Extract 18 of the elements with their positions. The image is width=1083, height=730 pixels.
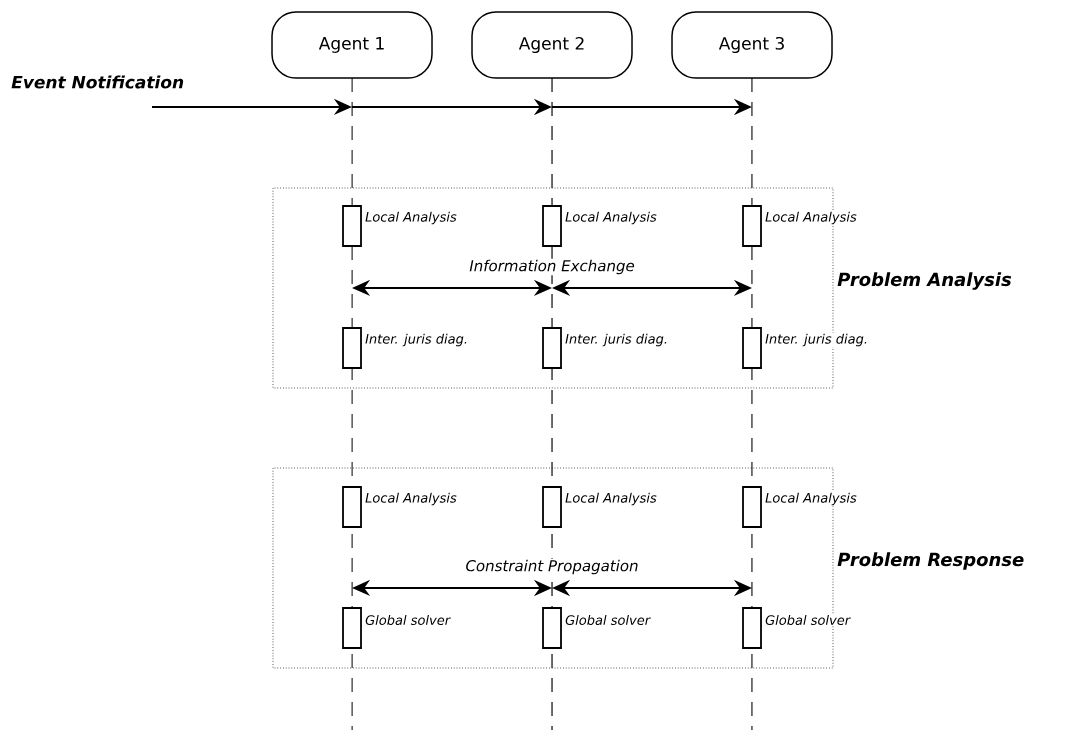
activity-label: Inter. juris diag.	[564, 332, 669, 348]
activity-label: Inter. juris diag.	[764, 332, 869, 348]
activity-label: Local Analysis	[364, 210, 458, 226]
exchange-label: Information Exchange	[468, 258, 636, 276]
activity-label: Inter. juris diag.	[364, 332, 469, 348]
activity-label: Local Analysis	[364, 491, 458, 507]
activity-label: Local Analysis	[564, 491, 658, 507]
activity-label: Global solver	[564, 613, 652, 626]
edge-label: Event Notification	[11, 75, 184, 89]
agent-box: Agent 2	[471, 11, 633, 79]
agent-box: Agent 1	[271, 11, 433, 79]
activity-label: Global solver	[364, 613, 452, 626]
activity-label: Local Analysis	[564, 210, 658, 226]
activity-label: Local Analysis	[764, 491, 858, 507]
agent-box: Agent 3	[671, 11, 833, 79]
activity-label: Local Analysis	[764, 210, 858, 226]
activity-label: Global solver	[764, 613, 852, 626]
exchange-label: Constraint Propagation	[464, 558, 640, 576]
